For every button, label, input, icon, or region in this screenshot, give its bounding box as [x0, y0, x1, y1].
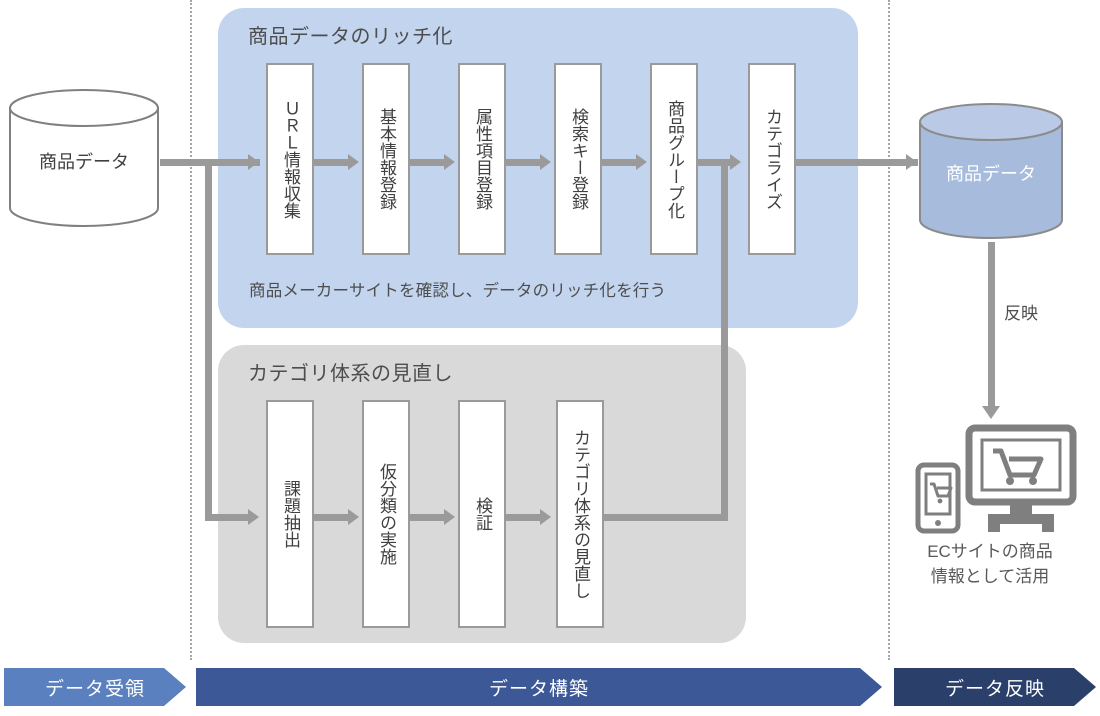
step-url-collection[interactable]: ＵＲＬ情報収集 — [266, 63, 314, 255]
step-category-system-review[interactable]: カテゴリ体系の見直し — [556, 400, 604, 628]
step-provisional-classification[interactable]: 仮分類の実施 — [362, 400, 410, 628]
database-icon — [9, 89, 159, 227]
arrow-rich-1 — [348, 154, 359, 170]
ec-devices-icon — [915, 424, 1077, 534]
arrow-to-target — [906, 154, 917, 170]
connector-rich-5 — [698, 159, 736, 166]
connector-cat-2 — [410, 514, 446, 521]
target-database-label: 商品データ — [946, 164, 1036, 184]
step-attribute-registration[interactable]: 属性項目登録 — [458, 63, 506, 255]
step-issue-extraction[interactable]: 課題抽出 — [266, 400, 314, 628]
reflect-label: 反映 — [1004, 304, 1038, 323]
usage-caption: ECサイトの商品 情報として活用 — [880, 540, 1100, 589]
source-database: 商品データ — [8, 88, 160, 228]
connector-category-return-h — [604, 514, 728, 521]
group-note-rich: 商品メーカーサイトを確認し、データのリッチ化を行う — [249, 282, 667, 300]
arrow-cat-2 — [444, 509, 455, 525]
step-categorize[interactable]: カテゴライズ — [748, 63, 796, 255]
connector-rich-1 — [314, 159, 350, 166]
arrow-rich-3 — [540, 154, 551, 170]
phone-cart-icon — [915, 462, 961, 534]
connector-reflect — [988, 242, 995, 410]
phase-banner-data-build[interactable]: データ構築 — [196, 668, 882, 706]
connector-rich-2 — [410, 159, 446, 166]
connector-cat-1 — [314, 514, 350, 521]
usage-caption-line1: ECサイトの商品 — [927, 542, 1053, 561]
phase-banner-data-reflect[interactable]: データ反映 — [894, 668, 1096, 706]
step-label: 検証 — [473, 497, 492, 531]
arrow-cat-1 — [348, 509, 359, 525]
phase-divider-left — [190, 0, 192, 660]
arrow-source-to-rich — [248, 154, 259, 170]
connector-rich-4 — [602, 159, 638, 166]
monitor-cart-icon — [965, 424, 1077, 532]
arrow-rich-4 — [636, 154, 647, 170]
step-label: 検索キー登録 — [569, 108, 588, 210]
step-label: 属性項目登録 — [473, 108, 492, 210]
phase-label: データ反映 — [944, 678, 1045, 700]
source-database-label: 商品データ — [39, 152, 129, 172]
step-label: 商品グループ化 — [665, 99, 684, 219]
phase-label: データ構築 — [488, 678, 589, 700]
group-title-rich: 商品データのリッチ化 — [248, 26, 453, 48]
database-icon — [919, 103, 1063, 239]
step-basic-info-registration[interactable]: 基本情報登録 — [362, 63, 410, 255]
step-label: 基本情報登録 — [377, 108, 396, 210]
step-verification[interactable]: 検証 — [458, 400, 506, 628]
step-label: 仮分類の実施 — [377, 463, 396, 565]
step-product-grouping[interactable]: 商品グループ化 — [650, 63, 698, 255]
connector-cat-3 — [506, 514, 544, 521]
phase-label: データ受領 — [44, 678, 145, 700]
connector-rich-3 — [506, 159, 542, 166]
step-label: カテゴリ体系の見直し — [571, 429, 590, 599]
arrow-rich-5 — [730, 154, 741, 170]
group-title-category: カテゴリ体系の見直し — [248, 363, 453, 385]
step-label: ＵＲＬ情報収集 — [281, 99, 300, 219]
arrow-rich-2 — [444, 154, 455, 170]
arrow-cat-3 — [540, 509, 551, 525]
connector-category-return-v — [721, 159, 728, 521]
connector-branch-vertical — [205, 159, 212, 521]
step-label: カテゴライズ — [763, 108, 782, 210]
target-database: 商品データ — [918, 102, 1064, 242]
connector-to-target — [796, 159, 918, 166]
connector-branch-to-category — [205, 514, 253, 521]
usage-caption-line2: 情報として活用 — [930, 566, 1050, 586]
arrow-source-to-category — [248, 509, 259, 525]
arrow-reflect — [982, 406, 1000, 419]
phase-banner-data-receipt[interactable]: データ受領 — [4, 668, 186, 706]
phase-divider-right — [888, 0, 890, 660]
step-search-key-registration[interactable]: 検索キー登録 — [554, 63, 602, 255]
step-label: 課題抽出 — [281, 480, 300, 548]
